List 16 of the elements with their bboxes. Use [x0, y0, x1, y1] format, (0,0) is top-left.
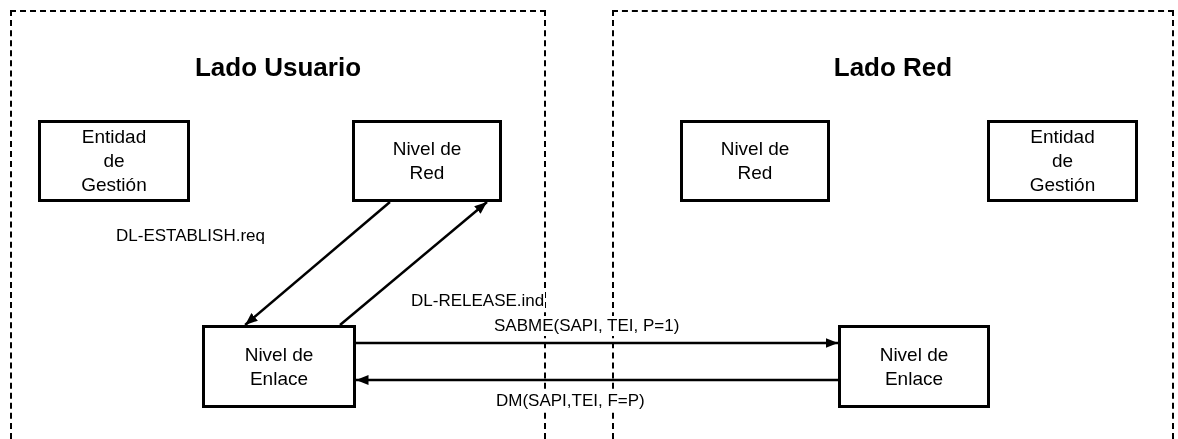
process-box: Nivel de Red [680, 120, 830, 202]
arrow [244, 201, 391, 326]
region-heading: Lado Red [832, 52, 954, 83]
arrow [356, 338, 838, 348]
edge-label: DL-RELEASE.ind [410, 291, 546, 311]
process-box: Entidad de Gestión [38, 120, 190, 202]
arrow [356, 375, 838, 386]
edge-label: SABME(SAPI, TEI, P=1) [493, 316, 681, 336]
arrow [339, 201, 488, 326]
region-heading: Lado Usuario [193, 52, 363, 83]
edge-label: DL-ESTABLISH.req [115, 226, 266, 246]
process-box: Nivel de Red [352, 120, 502, 202]
process-box: Nivel de Enlace [838, 325, 990, 408]
process-box: Entidad de Gestión [987, 120, 1138, 202]
process-box: Nivel de Enlace [202, 325, 356, 408]
edge-label: DM(SAPI,TEI, F=P) [495, 391, 646, 411]
